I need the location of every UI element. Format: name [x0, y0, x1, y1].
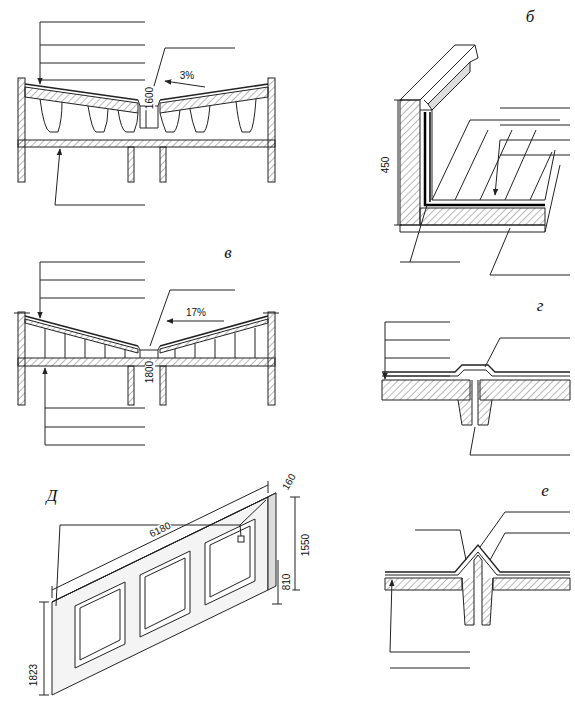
dimension-label: 160: [280, 471, 298, 492]
dimension-label: 1800: [145, 360, 155, 384]
panel-letter: б: [525, 8, 536, 25]
panel-letter: Д: [46, 487, 59, 504]
panel-d: [39, 481, 300, 695]
panel-letter: в: [223, 244, 232, 261]
dimension-label: 1550: [301, 533, 311, 557]
dimension-label: 1600: [145, 86, 155, 110]
panel-g: [382, 322, 570, 455]
dimension-label: 3%: [179, 71, 195, 81]
dimension-label: 6180: [147, 520, 173, 540]
panel-v: [14, 262, 279, 445]
panel-letter: г: [536, 297, 545, 314]
dimension-label: 1823: [29, 663, 39, 687]
dimension-label: 810: [282, 573, 292, 592]
panel-b: [394, 45, 570, 275]
panel-e: [385, 512, 570, 668]
dimension-label: 450: [381, 156, 391, 175]
dimension-label: 17%: [185, 308, 207, 318]
panel-a: [18, 22, 275, 205]
panel-letter: е: [540, 482, 550, 499]
